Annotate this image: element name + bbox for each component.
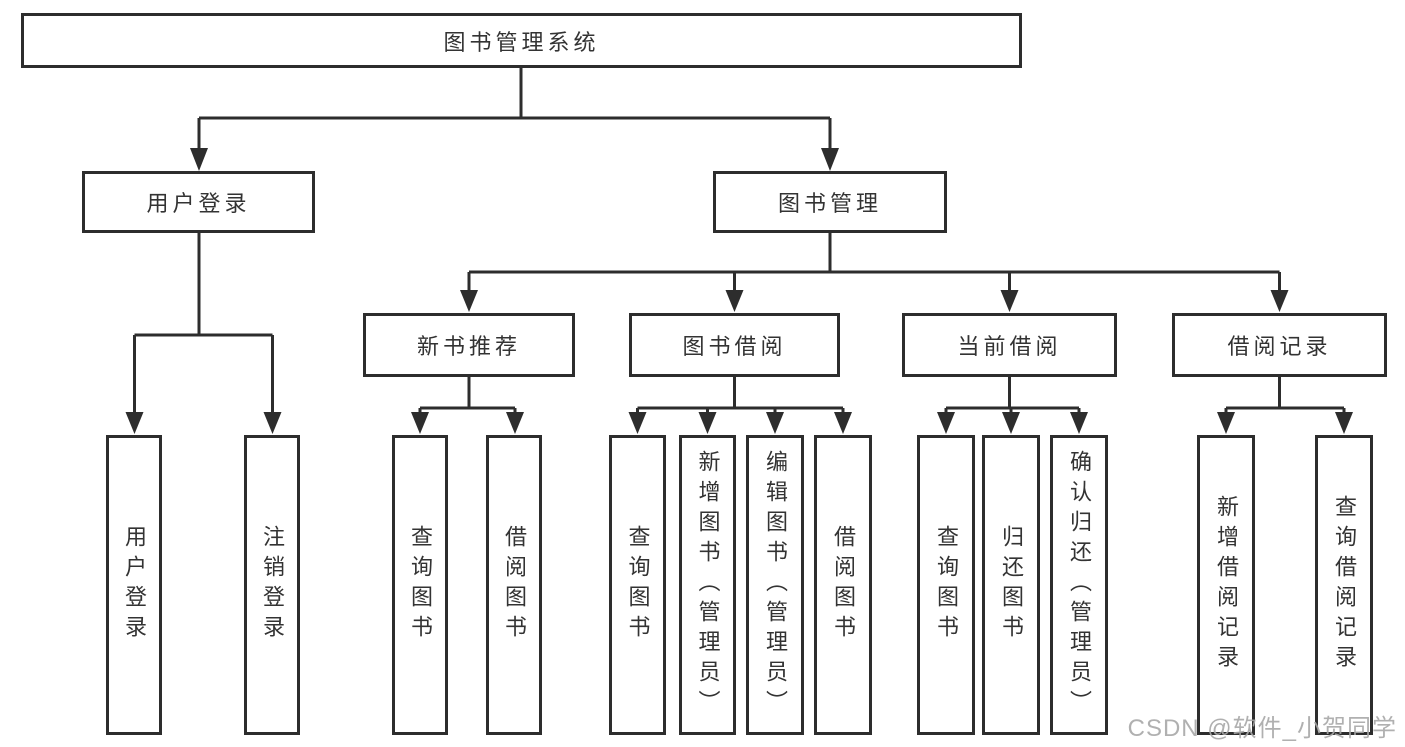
node-label: 新增图书（管理员） — [695, 450, 721, 720]
node-current-borrowing: 当前借阅 — [902, 313, 1117, 377]
leaf-edit-books-admin: 编辑图书（管理员） — [746, 435, 804, 735]
node-label: 图书管理系统 — [443, 29, 600, 55]
leaf-query-books-recommend: 查询图书 — [392, 435, 448, 735]
node-label: 借阅记录 — [1227, 334, 1332, 359]
node-book-management: 图书管理 — [713, 171, 947, 233]
leaf-confirm-return-admin: 确认归还（管理员） — [1050, 435, 1108, 735]
leaf-query-borrow-record: 查询借阅记录 — [1315, 435, 1373, 735]
node-label: 查询图书 — [625, 525, 651, 645]
node-label: 查询借阅记录 — [1332, 495, 1357, 675]
leaf-borrow-books-borrowing: 借阅图书 — [814, 435, 872, 735]
leaf-logout: 注销登录 — [244, 435, 300, 735]
node-label: 归还图书 — [999, 525, 1024, 645]
leaf-borrow-books-recommend: 借阅图书 — [486, 435, 542, 735]
node-label: 查询图书 — [408, 525, 433, 645]
leaf-query-books-borrowing: 查询图书 — [609, 435, 666, 735]
node-book-management-system: 图书管理系统 — [21, 13, 1022, 68]
node-label: 当前借阅 — [957, 334, 1062, 359]
leaf-add-books-admin: 新增图书（管理员） — [679, 435, 736, 735]
node-label: 图书借阅 — [682, 334, 787, 359]
node-label: 确认归还（管理员） — [1067, 450, 1092, 720]
node-book-borrowing: 图书借阅 — [629, 313, 840, 377]
node-borrowing-records: 借阅记录 — [1172, 313, 1387, 377]
node-label: 查询图书 — [934, 525, 959, 645]
node-label: 图书管理 — [777, 191, 882, 216]
node-label: 新增借阅记录 — [1214, 495, 1239, 675]
node-label: 用户登录 — [122, 525, 147, 645]
node-user-login: 用户登录 — [82, 171, 315, 233]
node-label: 新书推荐 — [416, 334, 521, 359]
node-label: 借阅图书 — [831, 525, 856, 645]
node-new-book-recommend: 新书推荐 — [363, 313, 575, 377]
leaf-query-books-current: 查询图书 — [917, 435, 975, 735]
node-label: 用户登录 — [146, 191, 251, 216]
leaf-user-login: 用户登录 — [106, 435, 162, 735]
csdn-watermark: CSDN @软件_小贺同学 — [1127, 715, 1397, 742]
leaf-return-books: 归还图书 — [982, 435, 1040, 735]
node-label: 编辑图书（管理员） — [763, 450, 788, 720]
node-label: 借阅图书 — [502, 525, 527, 645]
node-label: 注销登录 — [260, 525, 285, 645]
leaf-add-borrow-record: 新增借阅记录 — [1197, 435, 1255, 735]
